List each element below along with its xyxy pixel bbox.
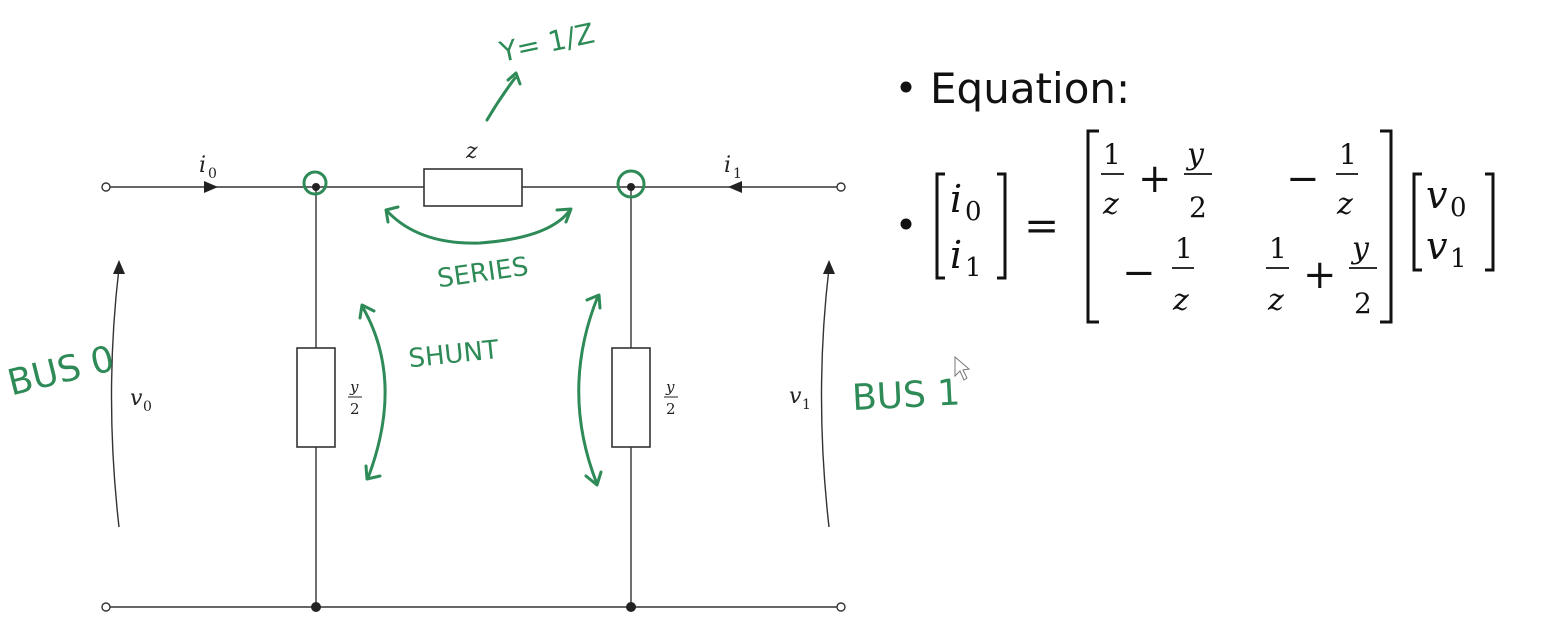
series-impedance-label: z bbox=[465, 139, 478, 164]
bus1-note: BUS 1 bbox=[851, 372, 961, 419]
rhs-v0: v bbox=[1426, 173, 1448, 217]
matrix-cell-11: 1 z + y 2 bbox=[1101, 137, 1212, 224]
shunt-note: SHUNT bbox=[407, 335, 500, 374]
m11-plus: + bbox=[1138, 156, 1172, 202]
shunt-left-arrow-head-bottom bbox=[364, 464, 382, 481]
series-arrow-head-right bbox=[555, 207, 573, 224]
current-in-arrow bbox=[204, 181, 218, 193]
shunt-right-arrow-head-bottom bbox=[584, 470, 603, 487]
matrix-bracket-left bbox=[1086, 129, 1099, 324]
shunt-right-arrow-head-top bbox=[585, 293, 602, 310]
lhs-bracket-right bbox=[997, 172, 1007, 280]
m12-num: 1 bbox=[1339, 138, 1357, 171]
voltage-right-label: v bbox=[789, 384, 802, 409]
left-shunt-label-num: y bbox=[349, 378, 359, 396]
right-shunt-admittance bbox=[611, 347, 651, 448]
shunt-right-arrow bbox=[577, 294, 600, 486]
node-bottom-left bbox=[311, 602, 321, 612]
bus0-note: BUS 0 bbox=[4, 338, 119, 404]
equals-sign: = bbox=[1024, 201, 1059, 250]
current-out-arrow bbox=[728, 181, 742, 193]
current-in-label: i bbox=[199, 153, 206, 178]
node-right-scribble bbox=[616, 169, 646, 199]
rhs-v1-sub: 1 bbox=[1450, 244, 1467, 274]
voltage-left-subscript: 0 bbox=[143, 399, 152, 415]
current-out-label: i bbox=[724, 153, 731, 178]
m21-minus: − bbox=[1122, 250, 1156, 296]
series-arrow-head-left bbox=[384, 205, 400, 224]
m22-frac1-num: 1 bbox=[1269, 232, 1287, 265]
rhs-v1: v bbox=[1426, 224, 1448, 268]
series-note: SERIES bbox=[435, 252, 530, 294]
rhs-vector: v 0 v 1 bbox=[1412, 172, 1495, 274]
terminal-top-left bbox=[101, 182, 111, 192]
admittance-pointer-head bbox=[506, 71, 522, 86]
m22-frac2-den: 2 bbox=[1354, 287, 1372, 320]
current-in-subscript: 0 bbox=[208, 166, 217, 182]
m21-num: 1 bbox=[1175, 232, 1193, 265]
shunt-left-arrow bbox=[360, 304, 387, 480]
voltage-right-arrowhead bbox=[823, 260, 835, 274]
matrix-cell-22: 1 z + y 2 bbox=[1266, 231, 1377, 320]
voltage-left-arc bbox=[110, 267, 120, 528]
terminal-bottom-right bbox=[836, 602, 846, 612]
lhs-i1: i bbox=[950, 233, 962, 277]
node-top-left bbox=[312, 183, 320, 191]
rhs-bracket-right bbox=[1485, 172, 1495, 272]
m22-plus: + bbox=[1303, 252, 1337, 298]
matrix-cell-12: − 1 z bbox=[1286, 138, 1358, 222]
matrix-cell-21: − 1 z bbox=[1122, 232, 1194, 318]
m11-frac1-num: 1 bbox=[1103, 138, 1121, 171]
m11-frac2-num: y bbox=[1185, 137, 1205, 172]
mouse-cursor-icon bbox=[954, 355, 971, 381]
m22-frac1-den: z bbox=[1267, 283, 1284, 318]
rhs-v0-sub: 0 bbox=[1450, 193, 1467, 223]
m21-den: z bbox=[1172, 283, 1189, 318]
node-left-scribble bbox=[302, 170, 328, 196]
right-shunt-label-num: y bbox=[665, 378, 675, 396]
voltage-left-label: v bbox=[130, 386, 143, 411]
shunt-left-arrow-head-top bbox=[358, 303, 376, 320]
m22-frac2-num: y bbox=[1350, 231, 1370, 266]
voltage-right-subscript: 1 bbox=[802, 397, 811, 413]
series-arrow bbox=[386, 208, 572, 245]
lhs-i0: i bbox=[950, 177, 962, 221]
bullet-2 bbox=[900, 218, 912, 230]
m11-frac1-den: z bbox=[1102, 187, 1119, 222]
lhs-bracket-left bbox=[935, 172, 945, 280]
node-top-right bbox=[627, 183, 635, 191]
left-shunt-admittance bbox=[296, 347, 336, 448]
m12-minus: − bbox=[1286, 156, 1320, 202]
terminal-top-right bbox=[836, 182, 846, 192]
node-bottom-right bbox=[626, 602, 636, 612]
circuit-diagram: i 0 i 1 z y 2 y 2 v 0 v 1 bbox=[101, 139, 846, 612]
series-impedance bbox=[423, 168, 523, 207]
right-shunt-label-den: 2 bbox=[666, 400, 676, 418]
voltage-right-arc bbox=[820, 267, 830, 528]
admittance-pointer bbox=[485, 76, 517, 122]
left-shunt-label-den: 2 bbox=[350, 400, 360, 418]
admittance-matrix: 1 z + y 2 − 1 z − 1 z bbox=[1086, 129, 1393, 324]
lhs-i0-sub: 0 bbox=[965, 197, 982, 227]
rhs-bracket-left bbox=[1412, 172, 1422, 272]
admittance-note: Y= 1/Z bbox=[496, 17, 598, 69]
terminal-bottom-left bbox=[101, 602, 111, 612]
m12-den: z bbox=[1336, 187, 1353, 222]
bullet-1-text: Equation: bbox=[930, 64, 1130, 113]
voltage-left-arrowhead bbox=[113, 260, 125, 274]
lhs-i1-sub: 1 bbox=[965, 253, 982, 283]
slide-content: Equation: i 0 i 1 = 1 z + y 2 bbox=[900, 64, 1495, 381]
m11-frac2-den: 2 bbox=[1189, 191, 1207, 224]
matrix-bracket-right bbox=[1380, 129, 1393, 324]
lhs-vector: i 0 i 1 bbox=[935, 172, 1007, 283]
current-out-subscript: 1 bbox=[733, 166, 742, 182]
bullet-1 bbox=[900, 81, 912, 93]
